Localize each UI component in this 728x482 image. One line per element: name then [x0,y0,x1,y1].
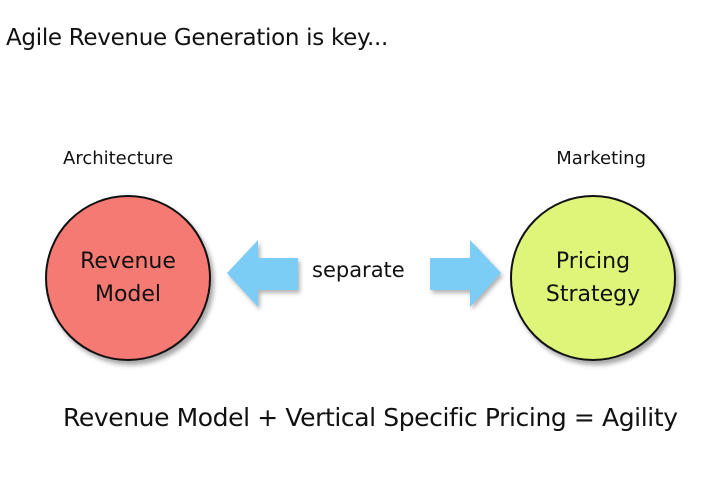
right-arrow-icon [430,240,501,307]
circle-text-line1: Pricing [555,249,631,274]
circle-text-line2: Model [94,282,162,307]
marketing-label: Marketing [556,148,646,169]
circle-text-line1: Revenue [80,249,176,274]
left-arrow-icon [227,240,298,307]
equation-text: Revenue Model + Vertical Specific Pricin… [63,403,678,432]
slide-title: Agile Revenue Generation is key... [6,25,389,51]
architecture-label: Architecture [63,148,174,169]
separate-label: separate [312,258,405,282]
circle-text-line2: Strategy [545,282,641,307]
